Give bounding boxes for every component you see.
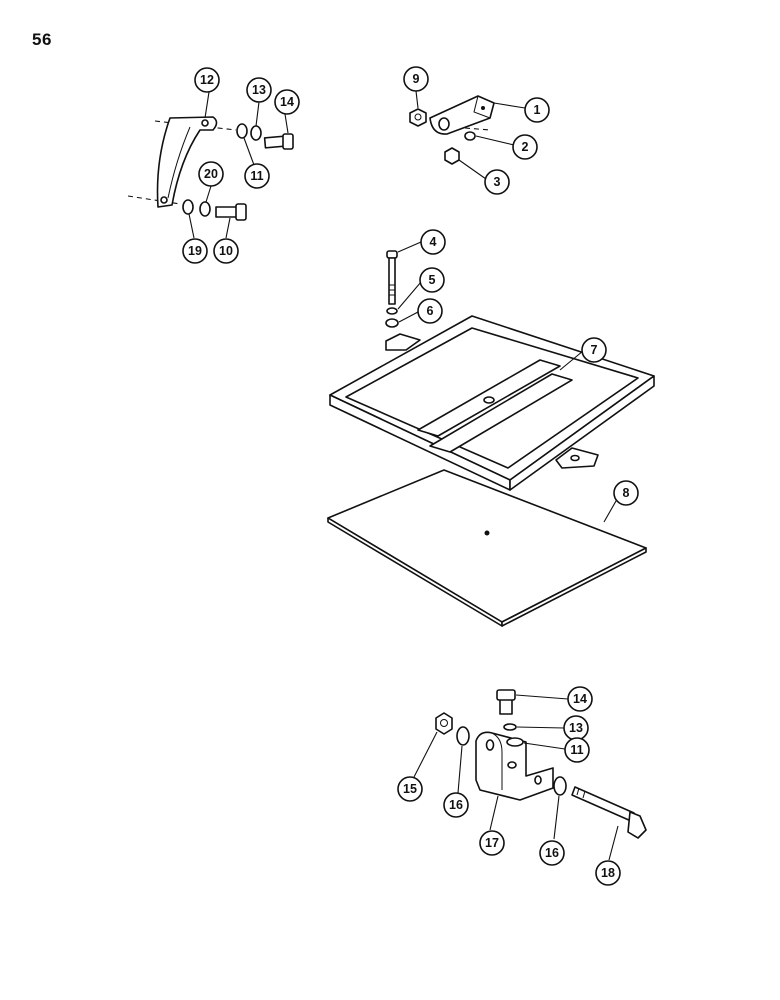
callout-3-label: 3 (494, 175, 501, 189)
lock-washer (464, 131, 476, 141)
callout-11-lower: 11 (564, 737, 590, 763)
hex-nut (409, 108, 427, 127)
callout-4-label: 4 (430, 235, 437, 249)
callout-2: 2 (512, 134, 538, 160)
lock-washer (386, 307, 398, 315)
callout-17: 17 (479, 830, 505, 856)
callout-11: 11 (244, 163, 270, 189)
callout-20-label: 20 (204, 167, 218, 181)
long-bolt-head (627, 811, 647, 839)
bracket-assembly-right (409, 95, 495, 165)
flat-washer (456, 726, 470, 746)
curved-bracket (156, 116, 218, 208)
bolt-head (282, 133, 294, 150)
callout-14: 14 (274, 89, 300, 115)
hex-nut (444, 147, 460, 165)
callout-18-label: 18 (601, 866, 615, 880)
leader-lines (188, 90, 621, 861)
lock-washer (199, 201, 211, 217)
callout-13-label: 13 (252, 83, 266, 97)
callout-2-label: 2 (522, 140, 529, 154)
flat-washer (506, 737, 524, 747)
long-bolt-stack (385, 250, 399, 328)
flat-washer (553, 776, 567, 796)
bolt-head (235, 203, 247, 221)
bolt-head (386, 250, 398, 259)
callout-1: 1 (524, 97, 550, 123)
callout-1-label: 1 (534, 103, 541, 117)
callout-14-lower-label: 14 (573, 692, 587, 706)
callout-18: 18 (595, 860, 621, 886)
cross-member (429, 373, 573, 453)
mounting-tab (385, 333, 421, 351)
callout-16-right-label: 16 (545, 846, 559, 860)
hex-nut (435, 712, 453, 735)
callout-6-label: 6 (427, 304, 434, 318)
callout-20: 20 (198, 161, 224, 187)
lock-washer (250, 125, 262, 141)
flat-washer (385, 318, 399, 328)
callout-15-label: 15 (403, 782, 417, 796)
hinge-bracket-assembly (435, 689, 647, 839)
callout-14-lower: 14 (567, 686, 593, 712)
callout-17-label: 17 (485, 836, 499, 850)
callout-12: 12 (194, 67, 220, 93)
lock-washer (503, 723, 517, 731)
callout-11-label: 11 (250, 169, 263, 183)
bolt-shank (215, 206, 239, 218)
callout-10-label: 10 (219, 244, 233, 258)
callout-13-lower: 13 (563, 715, 589, 741)
page-number: 56 (32, 30, 52, 49)
bracket-assembly-left (127, 116, 294, 221)
long-bolt-shank (571, 786, 635, 822)
callout-5: 5 (419, 267, 445, 293)
callout-13-lower-label: 13 (569, 721, 583, 735)
callout-14-label: 14 (280, 95, 294, 109)
floor-panel (327, 469, 647, 627)
callout-12-label: 12 (200, 73, 214, 87)
callout-19: 19 (182, 238, 208, 264)
callout-6: 6 (417, 298, 443, 324)
callout-7: 7 (581, 337, 607, 363)
callout-16-right: 16 (539, 840, 565, 866)
callout-7-label: 7 (591, 343, 598, 357)
callout-8: 8 (613, 480, 639, 506)
callout-16-label: 16 (449, 798, 463, 812)
callout-10: 10 (213, 238, 239, 264)
bolt-head (496, 689, 516, 701)
seat-frame (329, 315, 655, 491)
washer (236, 123, 248, 139)
callout-4: 4 (420, 229, 446, 255)
bolt-shank (388, 257, 396, 305)
callout-15: 15 (397, 776, 423, 802)
washer (182, 199, 194, 215)
callout-8-label: 8 (623, 486, 630, 500)
callout-9-label: 9 (413, 72, 420, 86)
callout-3: 3 (484, 169, 510, 195)
callout-13: 13 (246, 77, 272, 103)
callout-9: 9 (403, 66, 429, 92)
callout-11-lower-label: 11 (570, 743, 583, 757)
callout-16: 16 (443, 792, 469, 818)
callout-5-label: 5 (429, 273, 436, 287)
callout-19-label: 19 (188, 244, 202, 258)
